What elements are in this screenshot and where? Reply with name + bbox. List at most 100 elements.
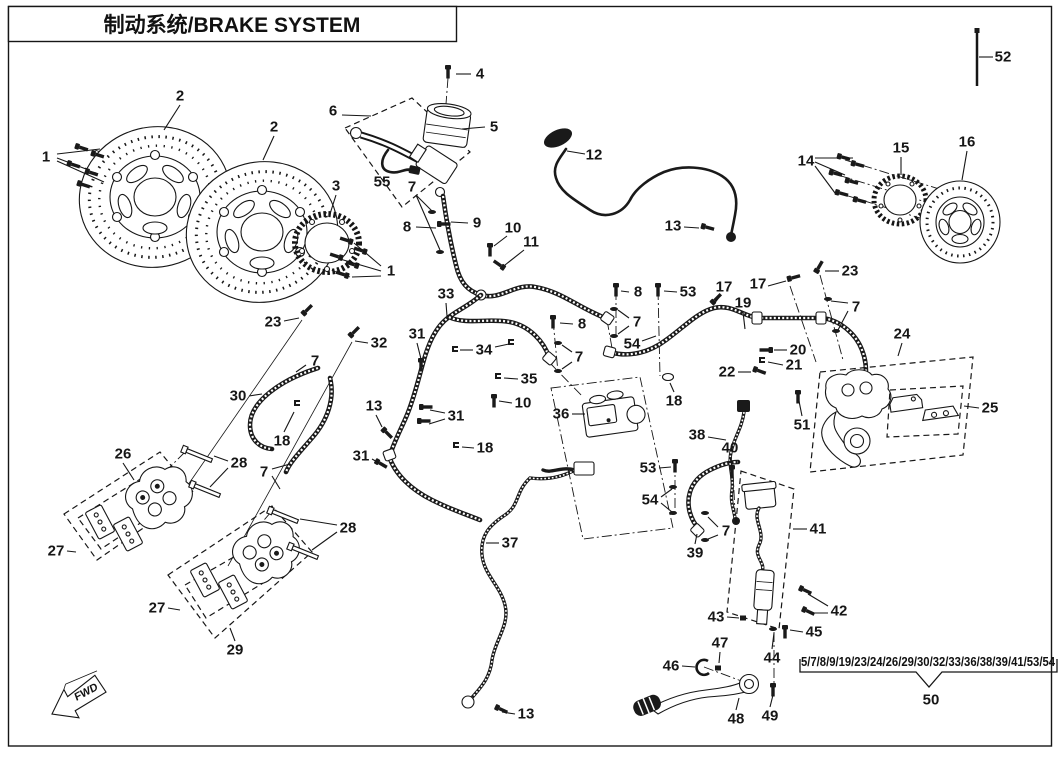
leader-line [122,462,135,481]
washer-7 [701,538,709,542]
callout-45: 45 [806,624,823,641]
callout-34: 34 [476,342,493,359]
callout-48: 48 [728,711,745,728]
leader-line [707,516,719,528]
callout-7: 7 [311,353,319,370]
front-speed-sensor-cable-37 [461,461,595,709]
leader-line [299,518,338,526]
wheel-speed-sensor [726,232,736,242]
callout-33: 33 [438,286,455,303]
callout-3: 3 [332,178,340,195]
leader-line [416,342,422,360]
cable-connector [737,400,750,412]
washer-7 [824,297,832,301]
callout-24: 24 [894,326,911,343]
leader-line [415,194,441,251]
callout-10: 10 [505,220,522,237]
leader-line [663,290,678,293]
leader-line [498,400,513,404]
washer-54 [669,485,677,489]
leader-line [209,467,229,488]
callout-5: 5 [490,119,498,136]
callout-8: 8 [578,316,586,333]
callout-27: 27 [149,600,166,617]
rear-lower-hose-39 [686,459,741,538]
leader-line [798,400,803,417]
callout-51: 51 [794,417,811,434]
leader-line [461,126,486,130]
leader-line [718,651,721,664]
callout-47: 47 [712,635,729,652]
fwd-arrow: FWD [51,670,107,719]
leader-line [415,226,437,229]
leader-line [262,135,275,161]
callout-12: 12 [586,147,603,164]
group-note-50: 5/7/8/9/19/23/24/26/29/30/32/33/36/38/39… [799,654,1058,688]
leader-line [271,475,281,490]
leader-line [742,311,746,330]
leader-line [707,436,727,441]
callout-44: 44 [764,650,781,667]
abs-sensor-cable-12 [543,128,738,242]
callout-28: 28 [340,520,357,537]
nut-43 [740,615,746,621]
leader-line [769,694,774,708]
leader-line [735,697,740,711]
callout-35: 35 [521,371,538,388]
leader-line [814,165,836,194]
callout-18: 18 [274,433,291,450]
callout-39: 39 [687,545,704,562]
callout-7: 7 [260,464,268,481]
callout-1: 1 [42,149,50,166]
leader-line [713,295,721,305]
callout-13: 13 [366,398,383,415]
leader-line [341,114,372,117]
leader-line [789,629,804,633]
callout-13: 13 [518,706,535,723]
leader-line [229,627,236,642]
leader-line [375,414,383,428]
callout-14: 14 [798,153,815,170]
front-brake-hose-lower [382,292,557,523]
leader-line [961,150,968,181]
front-tone-ring [292,211,362,275]
leader-line [729,456,733,468]
callout-31: 31 [409,326,426,343]
grommet-18 [661,372,675,382]
leader-line [429,409,446,414]
callout-28: 28 [231,455,248,472]
leader-line [56,160,105,183]
callout-52: 52 [995,49,1012,66]
cable-connector [573,461,595,476]
callout-36: 36 [553,406,570,423]
callout-41: 41 [810,521,827,538]
leader-line [461,446,475,449]
leader-line [617,325,630,335]
leader-line [450,221,469,224]
callout-54: 54 [624,336,641,353]
leader-line [897,342,903,357]
callout-6: 6 [329,103,337,120]
callout-8: 8 [634,284,642,301]
leader-line [669,382,675,393]
brake-pedal-48 [633,673,760,716]
callout-20: 20 [790,342,807,359]
leader-line [351,275,382,278]
callout-46: 46 [663,658,680,675]
leader-line [354,340,369,344]
leader-line [726,616,740,619]
callout-11: 11 [523,234,539,251]
rod-52 [974,28,980,86]
rear-caliper-body [821,369,892,468]
callout-19: 19 [735,295,752,312]
front-caliper-group-1 [63,444,222,561]
callout-23: 23 [842,263,859,280]
abs-module [550,376,674,540]
callout-31: 31 [353,448,370,465]
leader-line [617,309,630,319]
leader-line [415,194,433,212]
leader-line [494,343,510,348]
cable-connector [543,128,573,148]
rear-tone-ring-hub [871,173,929,227]
